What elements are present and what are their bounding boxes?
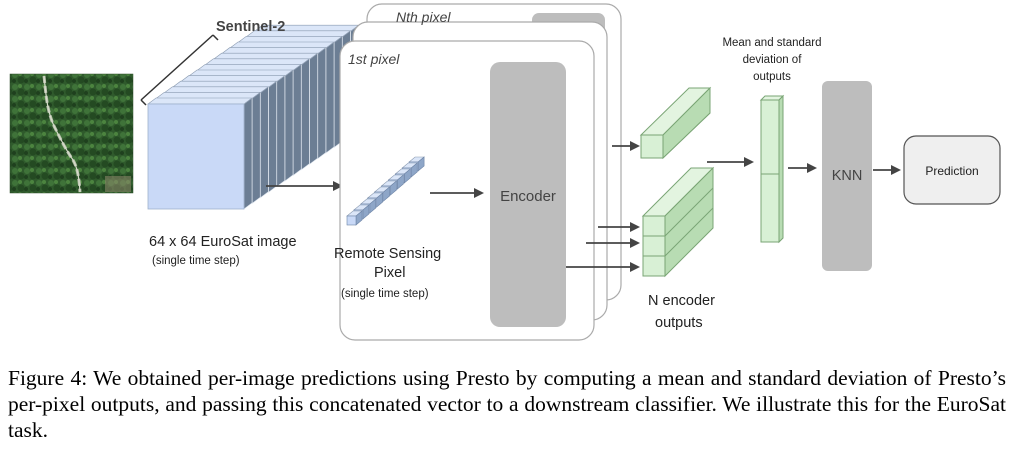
encoder-output-single: [639, 86, 712, 160]
sentinel2-label: Sentinel-2: [216, 19, 285, 35]
sentinel2-band-top: [229, 41, 335, 49]
pixel-vector-label-line2: Pixel: [374, 265, 405, 281]
pixel-vector-sublabel: (single time step): [341, 288, 429, 300]
prediction-label: Prediction: [925, 164, 978, 178]
eurosat-image-label: 64 x 64 EuroSat image: [149, 234, 297, 250]
sentinel2-band-edge: [268, 80, 277, 193]
sentinel2-band-top: [188, 69, 294, 77]
sentinel2-band-edge: [317, 46, 327, 160]
sentinel2-band-top: [179, 75, 286, 82]
pixel-vector-cell: [346, 215, 357, 226]
sentinel2-band-stack: [147, 24, 360, 210]
sentinel2-band-top: [237, 36, 344, 43]
stats-label-line1: Mean and standard: [722, 37, 821, 49]
knn-block: [822, 81, 872, 271]
sentinel2-band-top: [220, 47, 327, 54]
sentinel2-band-edge: [301, 58, 310, 171]
presto-pipeline-diagram: Sentinel-2 64 x 64 EuroSat image (single…: [9, 3, 1001, 341]
sentinel2-band-top: [171, 80, 278, 88]
prediction-box: [903, 135, 1001, 205]
outputs-label-line1: N encoder: [648, 293, 715, 309]
sentinel2-band-top: [212, 52, 319, 60]
mean-std-vector: [759, 94, 785, 244]
encoder-output-stack: [641, 166, 715, 278]
pixel-vector-label-line1: Remote Sensing: [334, 246, 441, 262]
stats-label-line2: deviation of: [743, 54, 803, 66]
sentinel2-band-edge: [284, 69, 294, 182]
sentinel2-band-edge: [309, 52, 318, 165]
sentinel2-band-edge: [292, 63, 302, 176]
encoder-label: Encoder: [500, 188, 556, 205]
stats-label-line3: outputs: [753, 71, 791, 83]
sentinel2-band-edge: [325, 41, 335, 154]
eurosat-image: [9, 73, 134, 194]
pixel-card-first-title: 1st pixel: [348, 51, 400, 67]
sentinel2-band-top: [147, 97, 253, 105]
sentinel2-band-edge: [243, 97, 253, 210]
sentinel2-band-edge: [276, 74, 286, 188]
sentinel2-band-top: [204, 58, 311, 66]
knn-label: KNN: [832, 168, 863, 184]
outputs-label-line2: outputs: [655, 315, 703, 331]
sentinel2-band-edge: [260, 86, 269, 199]
figure-caption: Figure 4: We obtained per-image predicti…: [8, 366, 1006, 442]
sentinel2-bracket: [140, 34, 214, 101]
sentinel2-band-top: [155, 92, 262, 99]
sentinel2-band-top: [163, 86, 270, 94]
sentinel2-band-edge: [251, 91, 261, 204]
sentinel2-band-top: [196, 64, 303, 71]
remote-sensing-pixel-vector: [346, 156, 425, 226]
encoder-block: [490, 62, 566, 327]
sentinel2-band-front: [147, 103, 245, 210]
pixel-card-nth-title: Nth pixel: [396, 9, 451, 25]
eurosat-image-sublabel: (single time step): [152, 255, 240, 267]
